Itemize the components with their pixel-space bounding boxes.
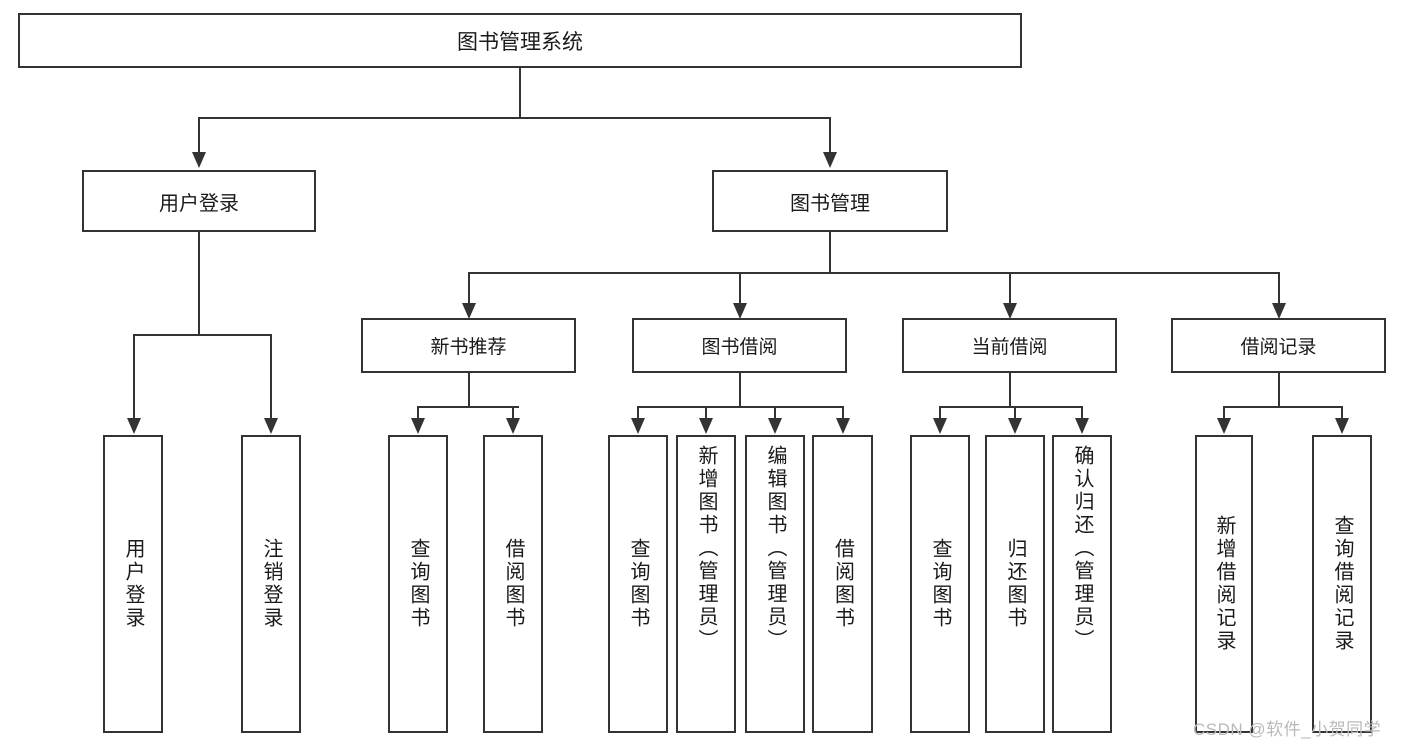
edge-book-borrow-drop-3 [774, 406, 776, 419]
edge-to-book-borrow [739, 272, 741, 304]
leaf-book-borrow-borrow-book[interactable]: 借阅图书 [812, 435, 873, 733]
arrowhead-user-login-leaf-1 [127, 418, 141, 434]
leaf-borrow-record-add-record[interactable]: 新增借阅记录 [1195, 435, 1253, 733]
edge-book-manage-stem [829, 232, 831, 273]
leaf-label: 用户登录 [122, 538, 144, 630]
leaf-label: 借阅图书 [831, 538, 854, 630]
leaf-label: 查询图书 [627, 538, 649, 630]
leaf-new-book-query-book[interactable]: 查询图书 [388, 435, 448, 733]
edge-new-book-stem [468, 373, 470, 407]
node-new-book-recommend[interactable]: 新书推荐 [361, 318, 576, 373]
node-borrow-record[interactable]: 借阅记录 [1171, 318, 1386, 373]
edge-level2-bus [198, 117, 831, 119]
edge-current-borrow-stem [1009, 373, 1011, 407]
leaf-current-borrow-return-book[interactable]: 归还图书 [985, 435, 1045, 733]
edge-current-borrow-drop-3 [1081, 406, 1083, 419]
leaf-book-borrow-add-book[interactable]: 新增图书（管理员） [676, 435, 736, 733]
leaf-label: 新增图书（管理员） [695, 445, 717, 652]
edge-book-borrow-bus [637, 406, 843, 408]
leaf-new-book-borrow-book[interactable]: 借阅图书 [483, 435, 543, 733]
arrowhead-book-borrow-leaf-1 [631, 418, 645, 434]
arrowhead-current-borrow-leaf-2 [1008, 418, 1022, 434]
edge-new-book-bus [417, 406, 519, 408]
edge-book-borrow-drop-2 [705, 406, 707, 419]
node-book-borrow[interactable]: 图书借阅 [632, 318, 847, 373]
leaf-book-borrow-query-book[interactable]: 查询图书 [608, 435, 668, 733]
edge-borrow-record-drop-1 [1223, 406, 1225, 419]
edge-to-user-login [198, 117, 200, 153]
edge-user-login-bus [133, 334, 272, 336]
edge-current-borrow-drop-2 [1014, 406, 1016, 419]
leaf-borrow-record-query-record[interactable]: 查询借阅记录 [1312, 435, 1372, 733]
arrowhead-book-borrow-leaf-2 [699, 418, 713, 434]
node-book-management[interactable]: 图书管理 [712, 170, 948, 232]
leaf-current-borrow-query-book[interactable]: 查询图书 [910, 435, 970, 733]
leaf-label: 新增借阅记录 [1213, 515, 1235, 653]
leaf-label: 归还图书 [1004, 538, 1026, 630]
leaf-user-login-login[interactable]: 用户登录 [103, 435, 163, 733]
node-label: 新书推荐 [430, 337, 507, 358]
edge-borrow-record-drop-2 [1341, 406, 1343, 419]
arrowhead-book-borrow-leaf-4 [836, 418, 850, 434]
edge-to-book-manage [829, 117, 831, 153]
arrowhead-to-book-manage [823, 152, 837, 168]
node-user-login[interactable]: 用户登录 [82, 170, 316, 232]
arrowhead-new-book-leaf-1 [411, 418, 425, 434]
leaf-label: 查询借阅记录 [1331, 515, 1353, 653]
edge-new-book-drop-2 [512, 406, 514, 419]
arrowhead-to-user-login [192, 152, 206, 168]
node-label: 图书借阅 [701, 337, 778, 358]
node-root-system[interactable]: 图书管理系统 [18, 13, 1022, 68]
arrowhead-to-new-book [462, 303, 476, 319]
arrowhead-current-borrow-leaf-1 [933, 418, 947, 434]
node-label: 借阅记录 [1240, 337, 1317, 358]
leaf-label: 编辑图书（管理员） [764, 445, 786, 652]
edge-borrow-record-stem [1278, 373, 1280, 407]
edge-level3-bus [468, 272, 1280, 274]
edge-root-stem [519, 68, 521, 118]
arrowhead-to-borrow-record [1272, 303, 1286, 319]
node-label: 图书管理系统 [457, 30, 583, 54]
node-current-borrow[interactable]: 当前借阅 [902, 318, 1117, 373]
arrowhead-user-login-leaf-2 [264, 418, 278, 434]
leaf-label: 借阅图书 [502, 538, 524, 630]
edge-new-book-drop-1 [417, 406, 419, 419]
leaf-label: 确认归还（管理员） [1071, 445, 1093, 652]
arrowhead-current-borrow-leaf-3 [1075, 418, 1089, 434]
edge-user-login-stem [198, 232, 200, 335]
edge-current-borrow-drop-1 [939, 406, 941, 419]
leaf-current-borrow-confirm-return[interactable]: 确认归还（管理员） [1052, 435, 1112, 733]
arrowhead-to-book-borrow [733, 303, 747, 319]
csdn-watermark: CSDN @软件_小贺同学 [1193, 720, 1382, 739]
edge-borrow-record-bus [1223, 406, 1343, 408]
edge-user-login-drop-1 [133, 334, 135, 419]
arrowhead-to-current-borrow [1003, 303, 1017, 319]
leaf-book-borrow-edit-book[interactable]: 编辑图书（管理员） [745, 435, 805, 733]
arrowhead-borrow-record-leaf-2 [1335, 418, 1349, 434]
leaf-label: 查询图书 [407, 538, 429, 630]
node-label: 当前借阅 [971, 337, 1048, 358]
edge-user-login-drop-2 [270, 334, 272, 419]
node-label: 用户登录 [159, 192, 239, 215]
leaf-user-login-logout[interactable]: 注销登录 [241, 435, 301, 733]
edge-to-current-borrow [1009, 272, 1011, 304]
node-label: 图书管理 [790, 192, 870, 215]
leaf-label: 注销登录 [260, 538, 282, 630]
arrowhead-borrow-record-leaf-1 [1217, 418, 1231, 434]
edge-book-borrow-drop-4 [842, 406, 844, 419]
edge-book-borrow-drop-1 [637, 406, 639, 419]
arrowhead-book-borrow-leaf-3 [768, 418, 782, 434]
edge-current-borrow-bus [939, 406, 1082, 408]
edge-book-borrow-stem [739, 373, 741, 407]
arrowhead-new-book-leaf-2 [506, 418, 520, 434]
edge-to-borrow-record [1278, 272, 1280, 304]
leaf-label: 查询图书 [929, 538, 951, 630]
edge-to-new-book [468, 272, 470, 304]
